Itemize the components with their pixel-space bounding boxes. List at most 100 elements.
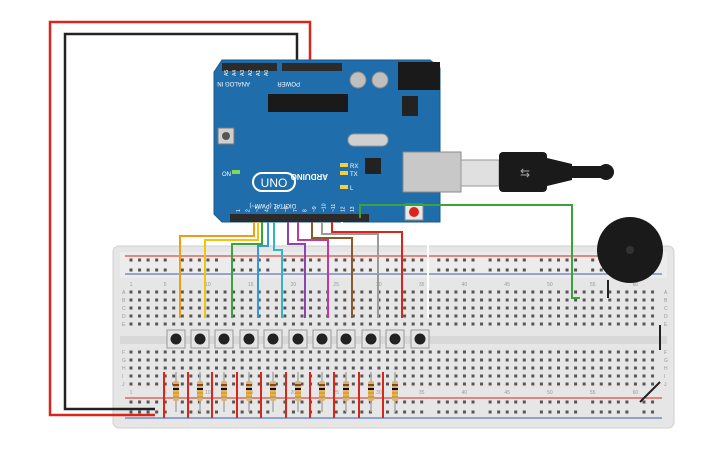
breadboard-hole bbox=[420, 314, 424, 318]
power-label: POWER bbox=[277, 80, 300, 86]
dc-power-jack[interactable] bbox=[398, 62, 440, 90]
signal-wires[interactable] bbox=[179, 222, 429, 318]
breadboard-hole bbox=[343, 358, 347, 362]
row-letter: E bbox=[664, 322, 668, 328]
breadboard-hole bbox=[180, 382, 184, 386]
breadboard-hole bbox=[488, 290, 492, 294]
breadboard-hole bbox=[138, 314, 142, 318]
breadboard-hole bbox=[189, 400, 193, 404]
resistor[interactable] bbox=[211, 372, 227, 418]
breadboard-hole bbox=[582, 350, 586, 354]
breadboard-hole bbox=[574, 410, 578, 414]
breadboard-hole bbox=[146, 268, 150, 272]
breadboard-hole bbox=[283, 400, 287, 404]
breadboard-hole bbox=[257, 258, 261, 262]
breadboard-hole bbox=[129, 314, 133, 318]
pushbutton[interactable] bbox=[214, 329, 234, 349]
resistors[interactable] bbox=[163, 372, 398, 418]
breadboard-hole bbox=[138, 366, 142, 370]
breadboard-hole bbox=[232, 322, 236, 326]
breadboard-hole bbox=[480, 374, 484, 378]
digital-header-high[interactable] bbox=[307, 214, 369, 222]
breadboard-hole bbox=[334, 298, 338, 302]
resistor[interactable] bbox=[260, 372, 276, 418]
pushbutton[interactable] bbox=[410, 329, 430, 349]
breadboard-hole bbox=[428, 322, 432, 326]
breadboard-hole bbox=[189, 322, 193, 326]
breadboard-hole bbox=[642, 290, 646, 294]
breadboard-hole bbox=[334, 350, 338, 354]
breadboard-hole bbox=[411, 374, 415, 378]
breadboard-hole bbox=[351, 258, 355, 262]
resistor[interactable] bbox=[187, 372, 203, 418]
breadboard-hole bbox=[565, 322, 569, 326]
breadboard-hole bbox=[240, 382, 244, 386]
pushbutton[interactable] bbox=[336, 329, 356, 349]
breadboard-hole bbox=[625, 400, 629, 404]
power-header[interactable] bbox=[282, 63, 342, 71]
breadboard-hole bbox=[300, 400, 304, 404]
resistor[interactable] bbox=[358, 372, 374, 418]
breadboard-hole bbox=[368, 366, 372, 370]
breadboard-hole bbox=[522, 322, 526, 326]
pushbutton[interactable] bbox=[263, 329, 283, 349]
breadboard-hole bbox=[514, 322, 518, 326]
pushbutton[interactable] bbox=[361, 329, 381, 349]
breadboard-hole bbox=[539, 350, 543, 354]
breadboard-hole bbox=[138, 374, 142, 378]
breadboard-hole bbox=[574, 290, 578, 294]
breadboard-hole bbox=[411, 400, 415, 404]
pushbuttons[interactable] bbox=[166, 329, 430, 349]
breadboard-hole bbox=[232, 298, 236, 302]
pushbutton[interactable] bbox=[385, 329, 405, 349]
breadboard-hole bbox=[505, 382, 509, 386]
wire-red-5v[interactable] bbox=[48, 20, 312, 417]
pushbutton[interactable] bbox=[166, 329, 186, 349]
column-number: 60 bbox=[633, 282, 639, 288]
analog-pin-label: A3 bbox=[240, 70, 246, 76]
pushbutton[interactable] bbox=[312, 329, 332, 349]
breadboard-hole bbox=[334, 268, 338, 272]
breadboard-hole bbox=[215, 358, 218, 362]
breadboard-hole bbox=[411, 298, 415, 302]
resistor[interactable] bbox=[333, 372, 349, 418]
breadboard-hole bbox=[317, 410, 321, 414]
breadboard-hole bbox=[317, 290, 321, 294]
row-letter: I bbox=[664, 374, 665, 380]
breadboard-hole bbox=[155, 358, 159, 362]
breadboard-hole bbox=[129, 366, 133, 370]
breadboard-hole bbox=[437, 258, 441, 262]
breadboard-hole bbox=[368, 358, 372, 362]
wire-black-rail-jumper[interactable] bbox=[639, 325, 661, 403]
wire-green-buzzer-signal[interactable] bbox=[359, 204, 580, 299]
digital-header-low[interactable] bbox=[230, 214, 355, 222]
breadboard-hole bbox=[368, 290, 372, 294]
analog-header[interactable] bbox=[222, 63, 277, 71]
column-number: 5 bbox=[164, 390, 167, 396]
wire-black-gnd[interactable] bbox=[63, 32, 299, 411]
resistor[interactable] bbox=[309, 372, 325, 418]
resistor[interactable] bbox=[382, 372, 398, 418]
usb-cable[interactable]: ⇆ bbox=[460, 152, 614, 192]
breadboard-hole bbox=[548, 268, 552, 272]
breadboard-hole bbox=[608, 350, 612, 354]
breadboard-hole bbox=[343, 366, 347, 370]
breadboard-hole bbox=[505, 314, 509, 318]
usb-port[interactable] bbox=[402, 151, 462, 193]
breadboard-hole bbox=[283, 268, 287, 272]
breadboard-hole bbox=[411, 258, 415, 262]
pushbutton[interactable] bbox=[190, 329, 210, 349]
breadboard-hole bbox=[497, 400, 501, 404]
resistor[interactable] bbox=[163, 372, 179, 418]
breadboard-hole bbox=[531, 314, 535, 318]
arduino-uno-board[interactable]: UNO ARDUINO ON RX TX L DIGITAL (PWM~) AN… bbox=[213, 59, 462, 223]
piezo-buzzer[interactable] bbox=[597, 217, 663, 283]
pushbutton[interactable] bbox=[239, 329, 259, 349]
breadboard-hole bbox=[608, 306, 612, 310]
resistor[interactable] bbox=[236, 372, 252, 418]
resistor[interactable] bbox=[285, 372, 301, 418]
row-letter: J bbox=[664, 382, 667, 388]
pushbutton[interactable] bbox=[288, 329, 308, 349]
column-number: 60 bbox=[633, 390, 639, 396]
